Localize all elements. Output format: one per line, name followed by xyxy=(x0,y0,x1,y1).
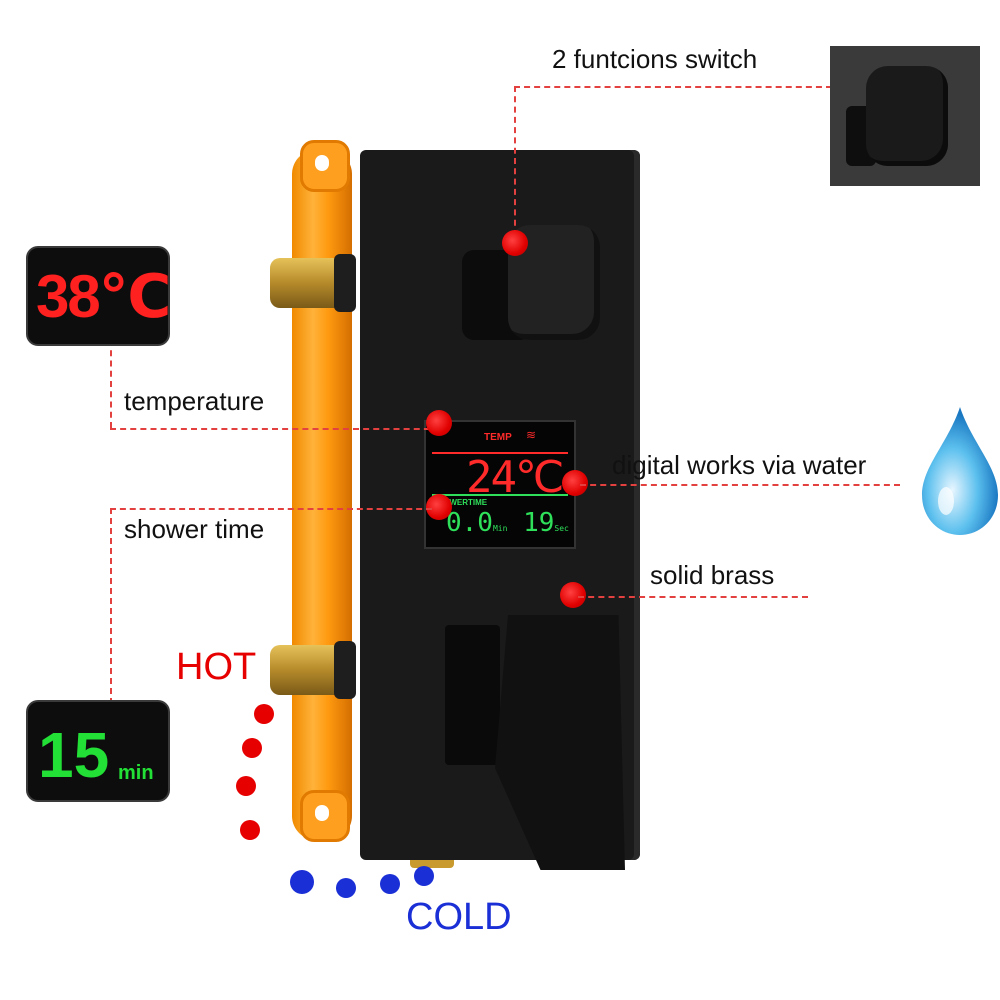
mixer-lever-base xyxy=(445,625,500,765)
temperature-label: temperature xyxy=(124,386,265,416)
lcd-divider xyxy=(432,494,568,496)
callout-dot-digital xyxy=(562,470,588,496)
lcd-min-value: 0.0 xyxy=(446,508,493,538)
callout-line xyxy=(514,86,516,236)
callout-dot-switch xyxy=(502,230,528,256)
lcd-shower-time: 0.0Min 19Sec xyxy=(446,508,569,538)
cold-arc-dot xyxy=(336,878,356,898)
shower-time-badge: 15 min xyxy=(26,700,170,802)
inset-knob xyxy=(866,66,948,166)
brass-port-top xyxy=(270,254,356,312)
hot-arc-dot xyxy=(240,820,260,840)
switch-closeup-inset xyxy=(830,46,980,186)
callout-line xyxy=(110,428,440,430)
lcd-wave-icon: ≋ xyxy=(526,428,537,442)
lcd-temp-label: TEMP xyxy=(484,432,512,443)
callout-line xyxy=(578,596,808,598)
switch-label: 2 funtcions switch xyxy=(552,44,758,74)
hot-arc-dot xyxy=(254,704,274,724)
lcd-display: TEMP ≋ 24℃ SHOWERTIME 0.0Min 19Sec xyxy=(424,420,576,549)
digital-label: digital works via water xyxy=(612,450,867,480)
hot-label: HOT xyxy=(176,646,257,688)
callout-dot-shower-time xyxy=(426,494,452,520)
shower-time-badge-value: 15 xyxy=(38,719,110,791)
shower-time-badge-unit: min xyxy=(118,762,154,784)
lcd-min-unit: Min xyxy=(492,524,508,533)
lcd-divider xyxy=(432,452,568,454)
lcd-sec-unit: Sec xyxy=(554,524,569,533)
callout-line xyxy=(514,86,832,88)
cold-arc-dot xyxy=(290,870,314,894)
brass-label: solid brass xyxy=(650,560,775,590)
brass-port-bottom xyxy=(270,641,356,699)
cold-arc-dot xyxy=(414,866,434,886)
temperature-badge-value: 38℃ xyxy=(36,263,171,330)
cold-label: COLD xyxy=(406,896,512,938)
lcd-sec-value: 19 xyxy=(523,508,555,538)
water-drop-icon xyxy=(922,407,998,535)
lcd-shower-label: SHOWERTIME xyxy=(432,498,488,507)
hot-arc-dot xyxy=(242,738,262,758)
callout-line xyxy=(110,340,112,428)
callout-line xyxy=(580,484,900,486)
callout-line xyxy=(110,508,432,510)
callout-dot-temperature xyxy=(426,410,452,436)
shower-time-label: shower time xyxy=(124,514,265,544)
temperature-badge: 38℃ xyxy=(26,246,171,346)
housing-mount-ear xyxy=(300,140,350,192)
callout-dot-brass xyxy=(560,582,586,608)
callout-line xyxy=(110,508,112,704)
hot-arc-dot xyxy=(236,776,256,796)
cold-arc-dot xyxy=(380,874,400,894)
housing-mount-ear xyxy=(300,790,350,842)
